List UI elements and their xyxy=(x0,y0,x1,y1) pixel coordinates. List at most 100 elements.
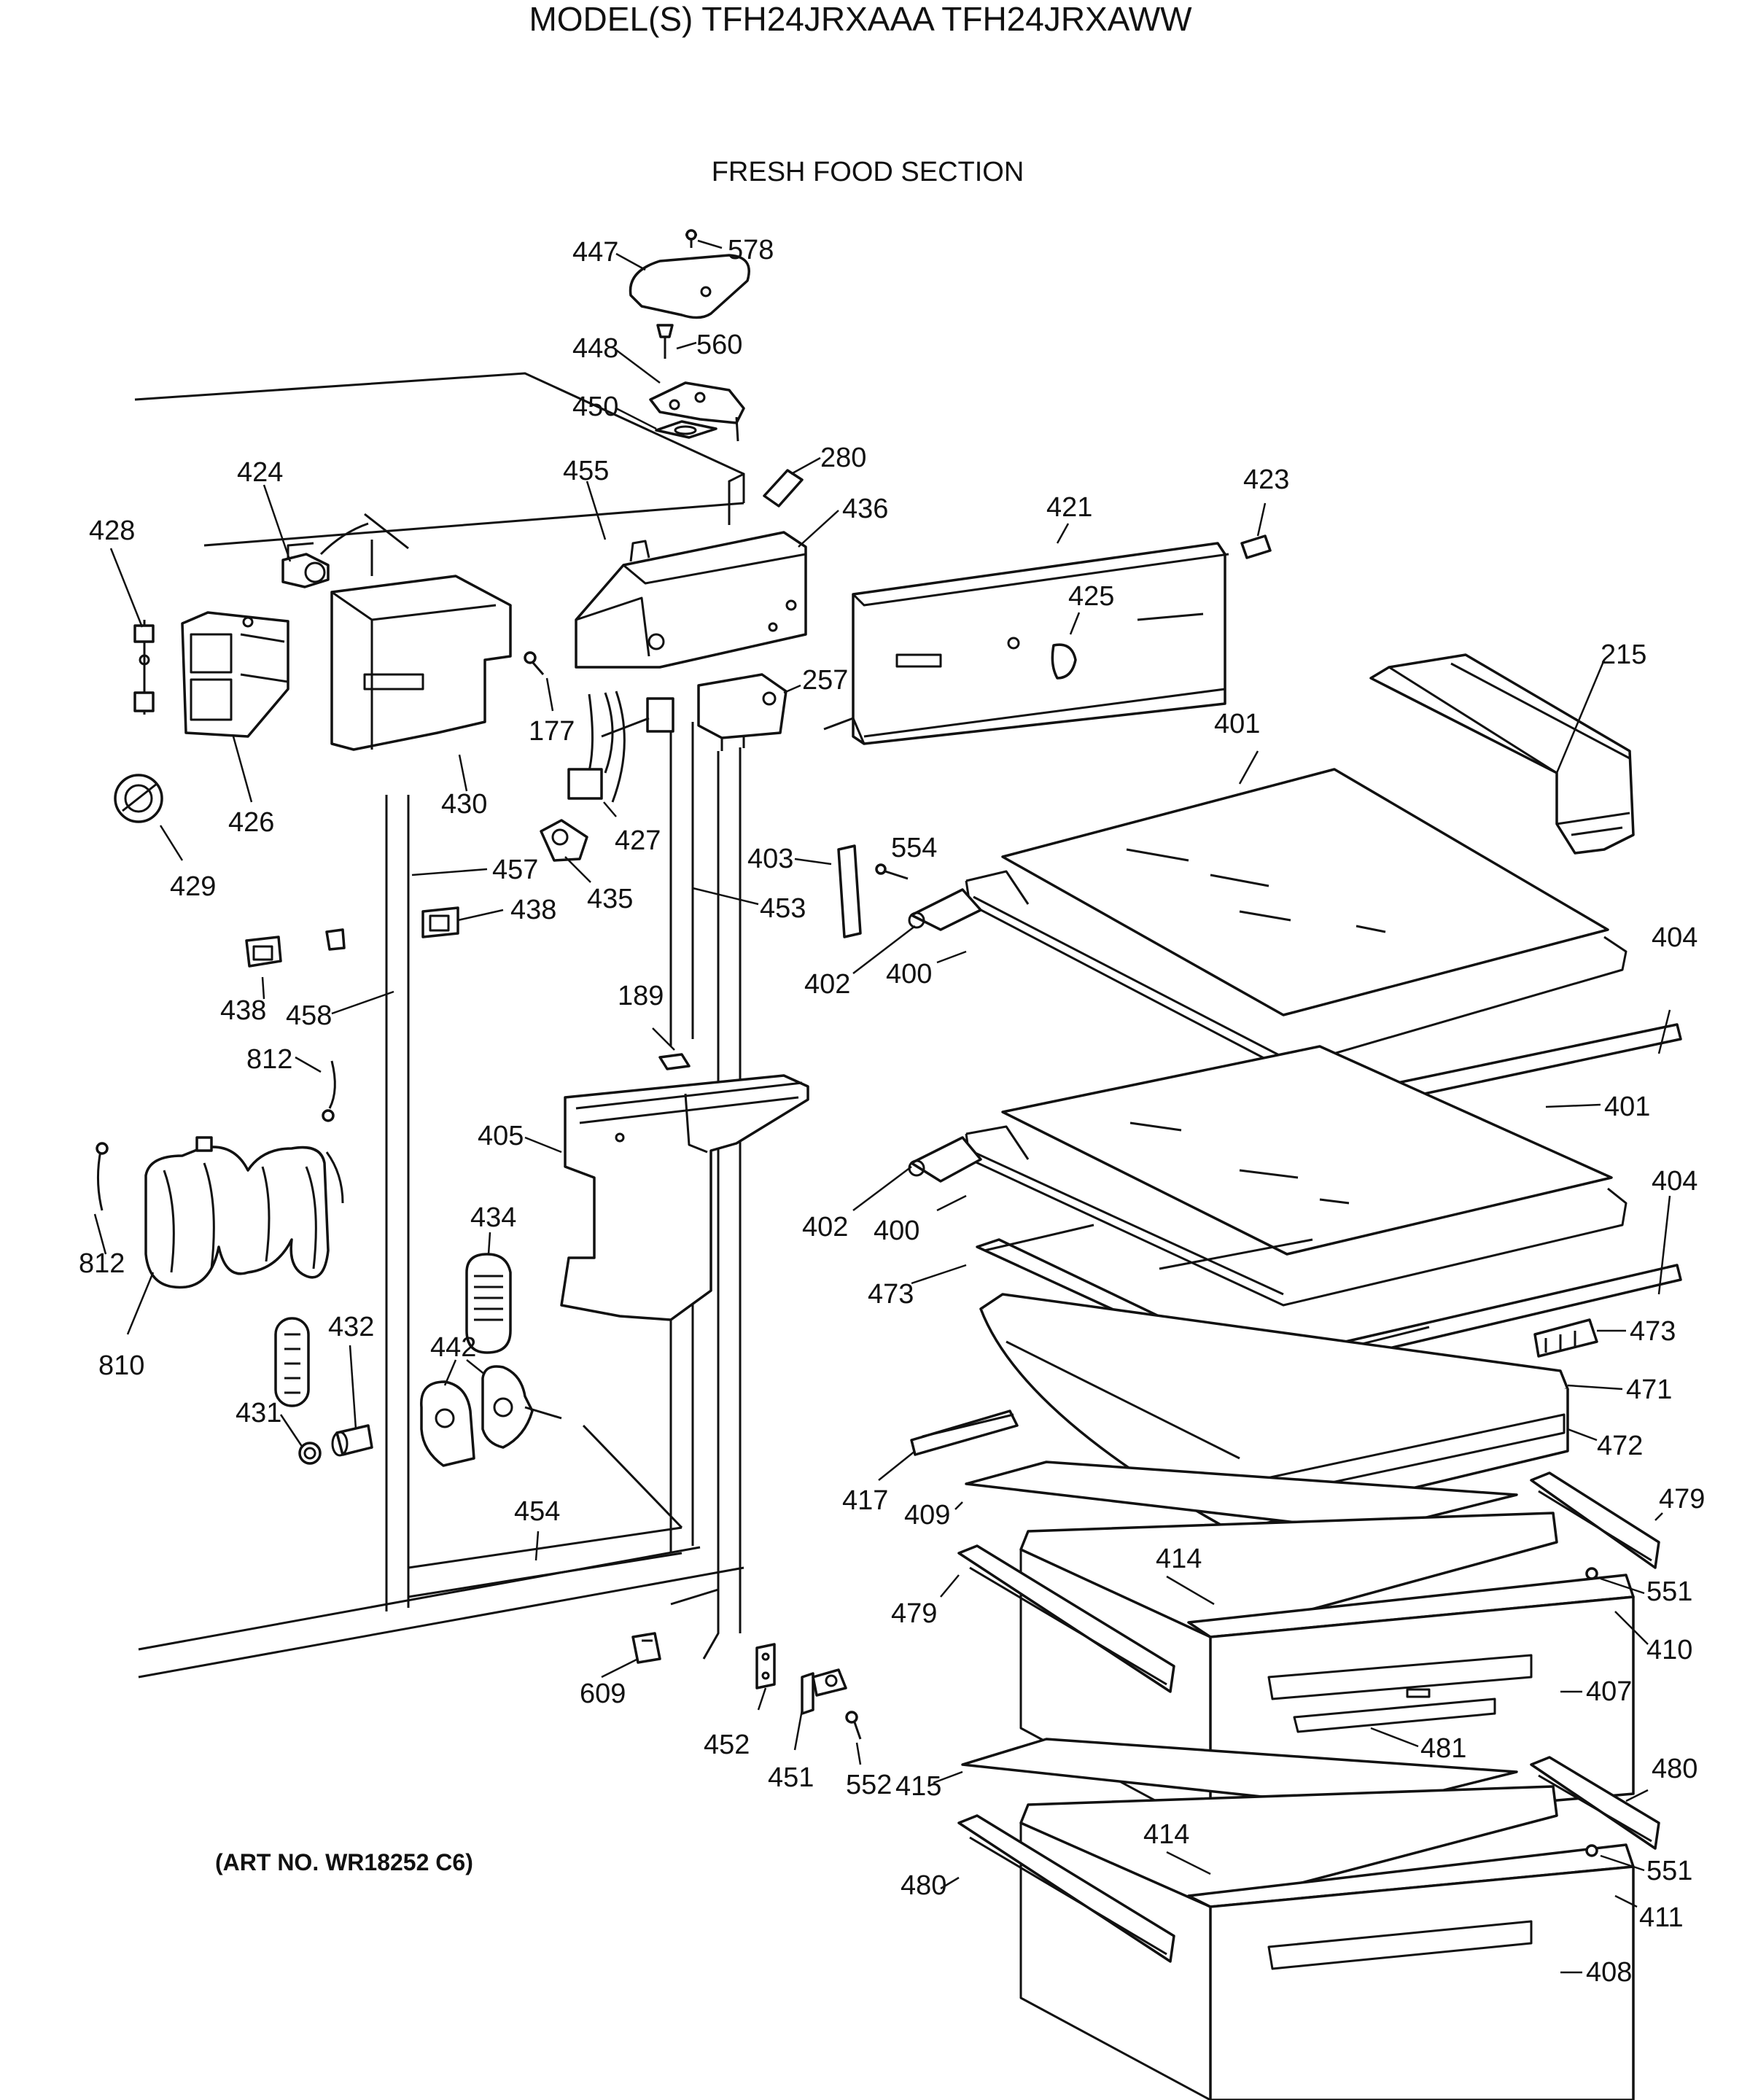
label-410: 410 xyxy=(1646,1635,1692,1665)
label-471: 471 xyxy=(1626,1374,1672,1405)
label-455: 455 xyxy=(563,456,609,486)
label-189: 189 xyxy=(618,981,664,1011)
callout-labels: 447 578 448 560 450 280 455 436 421 423 … xyxy=(79,235,1705,1988)
shim-450 xyxy=(655,420,718,439)
screw-552 xyxy=(845,1711,862,1740)
label-452: 452 xyxy=(704,1730,750,1760)
label-451: 451 xyxy=(768,1762,814,1793)
label-177: 177 xyxy=(529,716,575,747)
label-454: 454 xyxy=(514,1496,560,1527)
label-257: 257 xyxy=(802,665,848,696)
label-427: 427 xyxy=(615,825,661,856)
label-479-right: 479 xyxy=(1659,1484,1705,1514)
label-551-lower: 551 xyxy=(1646,1856,1692,1886)
thermostat-426 xyxy=(181,611,289,738)
vent-405 xyxy=(560,1053,809,1321)
label-425: 425 xyxy=(1068,581,1114,612)
label-404-lower: 404 xyxy=(1652,1166,1698,1197)
label-812-lower: 812 xyxy=(79,1248,125,1279)
label-409: 409 xyxy=(904,1500,950,1531)
label-448: 448 xyxy=(572,333,618,364)
cover-434 xyxy=(465,1253,512,1354)
lens-432 xyxy=(274,1317,373,1457)
cover-447 xyxy=(629,254,750,319)
label-551-upper: 551 xyxy=(1646,1576,1692,1607)
label-472: 472 xyxy=(1597,1431,1643,1461)
label-421: 421 xyxy=(1046,492,1092,523)
clip-428 xyxy=(133,620,155,715)
screw-554 xyxy=(875,863,909,880)
label-408: 408 xyxy=(1586,1957,1632,1988)
plate-452 xyxy=(755,1643,776,1689)
harness-427 xyxy=(567,691,674,803)
leader-lines xyxy=(93,239,1671,1974)
label-436: 436 xyxy=(842,494,888,524)
shelf-lower xyxy=(908,1045,1628,1307)
knob-429 xyxy=(114,774,163,823)
switch-257 xyxy=(697,673,788,751)
label-450: 450 xyxy=(572,392,618,422)
label-810: 810 xyxy=(98,1350,144,1381)
label-480-left: 480 xyxy=(901,1870,946,1901)
label-430: 430 xyxy=(441,789,487,820)
label-400-lower: 400 xyxy=(874,1216,919,1246)
control-424 xyxy=(281,522,369,588)
label-415: 415 xyxy=(895,1771,941,1802)
label-424: 424 xyxy=(237,457,283,488)
slide-480-right xyxy=(1530,1756,1660,1850)
bracket-473-right xyxy=(1533,1318,1598,1358)
label-473-left: 473 xyxy=(868,1279,914,1310)
knob-425 xyxy=(1051,643,1077,680)
label-432: 432 xyxy=(328,1312,374,1342)
bin-215 xyxy=(1369,653,1635,855)
model-title: MODEL(S) TFH24JRXAAA TFH24JRXAWW xyxy=(529,0,1192,38)
label-560: 560 xyxy=(696,330,742,360)
cover-430 xyxy=(330,575,512,751)
pin-403 xyxy=(837,844,862,938)
label-435: 435 xyxy=(587,884,633,914)
label-457: 457 xyxy=(492,855,538,885)
slide-479-left xyxy=(957,1544,1175,1693)
hinge-451 xyxy=(801,1668,847,1715)
glass-415 xyxy=(961,1738,1518,1810)
tag-458 xyxy=(325,928,346,951)
label-411: 411 xyxy=(1639,1902,1684,1933)
panel-421 xyxy=(823,542,1229,745)
label-473-right: 473 xyxy=(1630,1316,1676,1347)
label-423: 423 xyxy=(1243,464,1289,495)
label-442: 442 xyxy=(430,1332,476,1363)
label-434: 434 xyxy=(470,1202,516,1233)
label-552: 552 xyxy=(846,1770,892,1800)
label-407: 407 xyxy=(1586,1676,1632,1707)
tube-812-b xyxy=(96,1142,109,1211)
damper-442 xyxy=(420,1365,562,1467)
label-414-lower: 414 xyxy=(1143,1819,1189,1850)
label-403: 403 xyxy=(747,844,793,874)
tube-812-a xyxy=(322,1060,336,1122)
label-402-lower: 402 xyxy=(802,1212,848,1242)
shelf-upper xyxy=(908,768,1628,1073)
label-402-upper: 402 xyxy=(804,969,850,1000)
label-481: 481 xyxy=(1420,1733,1466,1764)
slide-479-right xyxy=(1530,1471,1660,1569)
bulb-423 xyxy=(1240,534,1272,559)
label-404-upper: 404 xyxy=(1652,922,1698,953)
label-458: 458 xyxy=(286,1000,332,1031)
section-title: FRESH FOOD SECTION xyxy=(712,157,1024,187)
heater-810 xyxy=(144,1136,344,1289)
cabinet-liner xyxy=(134,372,745,1679)
label-609: 609 xyxy=(580,1679,626,1709)
label-414-upper: 414 xyxy=(1156,1544,1202,1574)
clip-609 xyxy=(631,1632,661,1664)
screw-551-a xyxy=(1585,1567,1598,1580)
label-578: 578 xyxy=(728,235,774,265)
screw-578 xyxy=(685,229,697,248)
label-453: 453 xyxy=(760,893,806,924)
hinge-448 xyxy=(649,381,745,442)
slide-480-left xyxy=(957,1814,1175,1963)
light-435 xyxy=(540,819,588,862)
drawer-408 xyxy=(1019,1785,1635,2100)
pin-280 xyxy=(763,469,804,508)
label-400-upper: 400 xyxy=(886,959,932,989)
